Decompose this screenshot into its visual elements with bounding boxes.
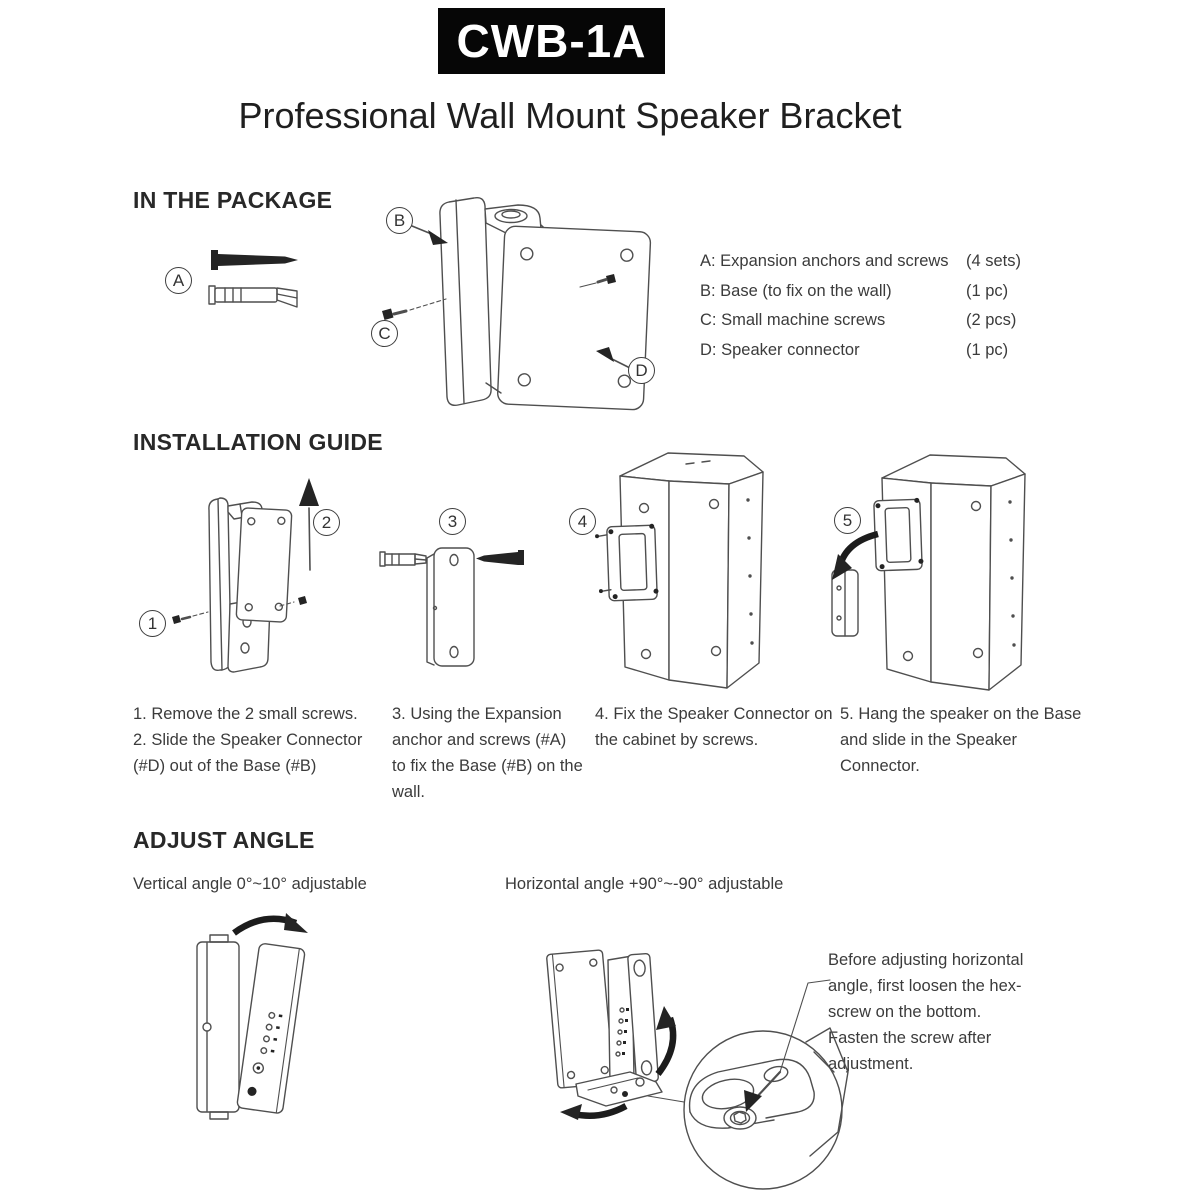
step-4-illustration bbox=[595, 452, 764, 689]
step-marker-3: 3 bbox=[439, 508, 466, 535]
part-quantity: (4 sets) bbox=[966, 252, 1022, 270]
caption-line: 1. Remove the 2 small screws. bbox=[133, 705, 358, 723]
part-quantity: (1 pc) bbox=[966, 340, 1009, 359]
step-marker-2: 2 bbox=[313, 509, 340, 536]
hinge-assembly bbox=[575, 1071, 663, 1107]
section-heading-installation: INSTALLATION GUIDE bbox=[133, 429, 383, 455]
anchor-and-screw-illustration bbox=[208, 250, 298, 308]
vertical-angle-caption: Vertical angle 0°~10° adjustable bbox=[133, 875, 367, 893]
parts-list-row: A: Expansion anchors and screws (4 sets) bbox=[700, 247, 1052, 277]
package-marker-b: B bbox=[386, 207, 413, 234]
package-marker-a: A bbox=[165, 267, 192, 294]
part-quantity: (1 pc) bbox=[966, 281, 1009, 300]
model-badge-text: CWB-1A bbox=[456, 15, 647, 67]
step-3-illustration bbox=[379, 547, 524, 667]
parts-list-row: D: Speaker connector (1 pc) bbox=[700, 336, 1052, 366]
page-title: Professional Wall Mount Speaker Bracket bbox=[238, 95, 902, 136]
vertical-angle-illustration bbox=[196, 913, 308, 1120]
step-marker-5: 5 bbox=[834, 507, 861, 534]
mounted-connector-plate bbox=[595, 523, 659, 602]
horizontal-angle-illustration bbox=[546, 949, 849, 1190]
note-line: Fasten the screw after bbox=[828, 1029, 992, 1047]
package-marker-d: D bbox=[628, 357, 655, 384]
section-heading-package: IN THE PACKAGE bbox=[133, 187, 333, 213]
caption-step-4: 4. Fix the Speaker Connector on the cabi… bbox=[595, 705, 833, 749]
part-description: D: Speaker connector bbox=[700, 340, 860, 359]
caption-step-1-2: 1. Remove the 2 small screws. 2. Slide t… bbox=[133, 701, 391, 779]
part-quantity: (2 pcs) bbox=[966, 311, 1017, 329]
bracket-assembly-illustration bbox=[382, 196, 652, 411]
step-marker-4: 4 bbox=[569, 508, 596, 535]
caption-step-5: 5. Hang the speaker on the Base and slid… bbox=[840, 705, 1082, 775]
hex-screw-magnifier-detail bbox=[683, 1027, 849, 1190]
caption-line: 2. Slide the Speaker Connector (#D) out … bbox=[133, 731, 363, 775]
horizontal-adjust-note: Before adjusting horizontal angle, first… bbox=[828, 947, 1023, 1077]
part-description: C: Small machine screws bbox=[700, 311, 886, 329]
part-description: A: Expansion anchors and screws bbox=[700, 252, 949, 270]
parts-list: A: Expansion anchors and screws (4 sets)… bbox=[700, 247, 1052, 365]
note-line: angle, first loosen the hex- bbox=[828, 977, 1022, 995]
speaker-connector-plate bbox=[497, 225, 652, 411]
tilted-connector-plate bbox=[236, 943, 306, 1114]
part-description: B: Base (to fix on the wall) bbox=[700, 281, 892, 300]
note-line: adjustment. bbox=[828, 1055, 914, 1073]
package-marker-c: C bbox=[371, 320, 398, 347]
model-badge: CWB-1A bbox=[438, 8, 665, 74]
note-callout-line bbox=[779, 979, 831, 1073]
caption-step-3: 3. Using the Expansion anchor and screws… bbox=[392, 705, 583, 801]
step-marker-1: 1 bbox=[139, 610, 166, 637]
note-line: screw on the bottom. bbox=[828, 1003, 982, 1021]
parts-list-row: C: Small machine screws (2 pcs) bbox=[700, 306, 1052, 336]
step-1-2-illustration bbox=[172, 478, 319, 673]
step-5-illustration bbox=[831, 454, 1026, 691]
note-line: Before adjusting horizontal bbox=[828, 951, 1024, 969]
parts-list-row: B: Base (to fix on the wall) (1 pc) bbox=[700, 277, 1052, 307]
horizontal-angle-caption: Horizontal angle +90°~-90° adjustable bbox=[505, 875, 784, 893]
section-heading-adjust: ADJUST ANGLE bbox=[133, 827, 315, 853]
